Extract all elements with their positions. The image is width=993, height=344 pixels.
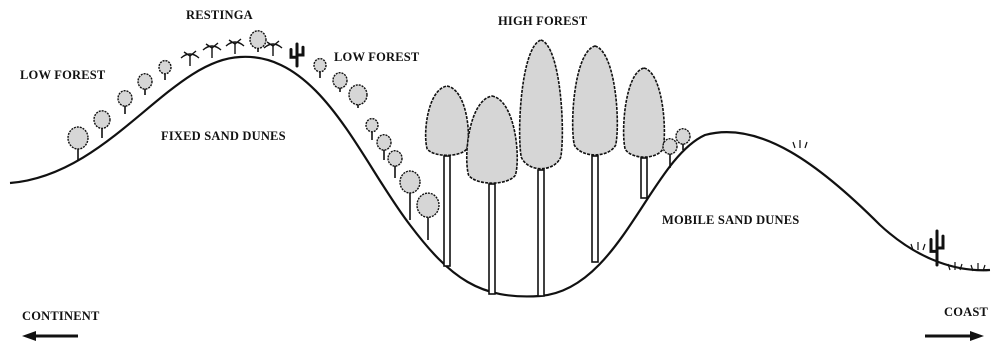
tree-icon — [467, 96, 517, 294]
label-low-forest-left: LOW FOREST — [20, 68, 106, 82]
grass-icon — [911, 242, 925, 250]
grass-icon — [793, 140, 807, 148]
grass-icon — [971, 263, 985, 271]
tree-icon — [663, 139, 677, 168]
tree-icon — [573, 46, 618, 262]
tree-icon — [138, 74, 152, 95]
tree-icon — [349, 85, 367, 108]
palm-icon — [203, 43, 221, 58]
label-restinga: RESTINGA — [186, 8, 253, 22]
vegetation-layer — [68, 31, 985, 296]
palm-icon — [181, 51, 199, 66]
tree-icon — [366, 119, 378, 140]
label-continent: CONTINENT — [22, 309, 100, 323]
label-high-forest: HIGH FOREST — [498, 14, 588, 28]
label-mobile-sand-dunes: MOBILE SAND DUNES — [662, 213, 799, 227]
tree-icon — [520, 40, 563, 296]
tree-icon — [400, 171, 420, 220]
tree-icon — [426, 86, 469, 266]
tree-icon — [314, 59, 326, 78]
tree-icon — [94, 111, 110, 138]
tree-icon — [333, 73, 347, 92]
tree-icon — [624, 68, 665, 198]
tree-icon — [388, 151, 402, 178]
label-low-forest-right: LOW FOREST — [334, 50, 420, 64]
tree-icon — [417, 193, 439, 240]
palm-icon — [226, 39, 244, 54]
arrow-left-icon — [22, 331, 78, 341]
arrow-right-icon — [925, 331, 984, 341]
label-coast: COAST — [944, 305, 989, 319]
tree-icon — [118, 91, 132, 114]
tree-icon — [250, 31, 266, 52]
label-fixed-sand-dunes: FIXED SAND DUNES — [161, 129, 286, 143]
tree-icon — [159, 61, 171, 80]
cactus-icon — [291, 44, 303, 66]
palm-icon — [264, 41, 282, 56]
